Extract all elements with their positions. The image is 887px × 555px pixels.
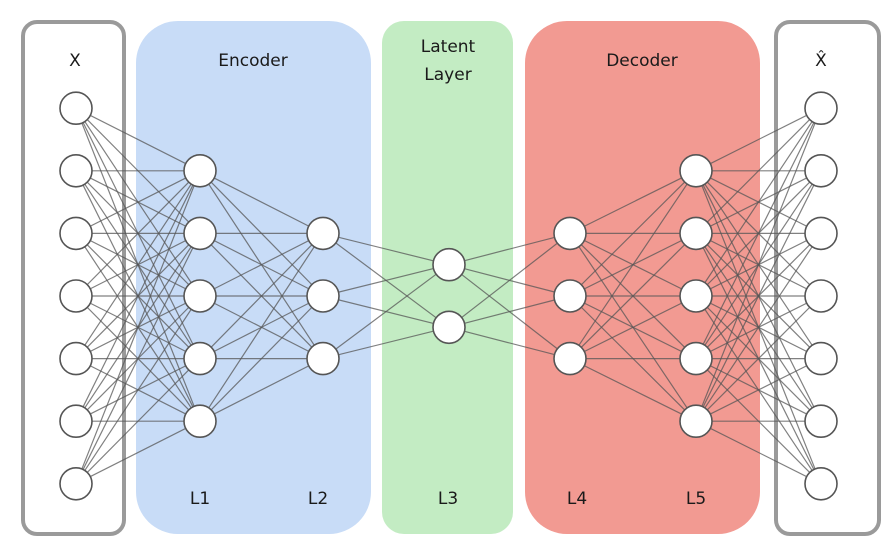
neuron-L4-1 [553,279,587,313]
neuron-input-5 [59,404,93,439]
connection-L1-3-to-L2-0 [199,232,324,360]
neuron-L2-0 [306,216,340,251]
layer-label-l5: L5 [686,489,706,509]
connection-L4-1-to-L5-0 [569,170,697,297]
connection-L3-1-to-L4-2 [448,326,571,360]
layer-label-l1: L1 [190,489,210,509]
neuron-output-6 [804,466,838,501]
connection-L4-2-to-L5-1 [569,232,697,360]
connection-L2-1-to-L3-0 [322,264,450,297]
output-title: X̂ [815,50,827,71]
connections [75,107,822,485]
neuron-output-1 [804,154,838,188]
neuron-input-1 [59,154,93,188]
neuron-input-4 [59,341,93,376]
neuron-input-6 [59,466,93,501]
connection-L4-2-to-L5-2 [569,295,697,360]
connection-L3-1-to-L4-0 [448,232,571,328]
neuron-L5-2 [679,279,713,313]
encoder-title: Encoder [218,51,288,71]
neuron-output-2 [804,216,838,251]
neuron-L3-1 [432,310,466,345]
connection-L5-4-to-output-6 [695,420,822,485]
latent-title-line-1: Latent [421,37,476,57]
neuron-input-2 [59,216,93,251]
connection-L1-4-to-L2-2 [199,358,324,422]
neuron-L5-3 [679,341,713,376]
layer-label-l3: L3 [438,489,458,509]
neuron-L4-2 [553,341,587,376]
connection-L5-4-to-output-1 [695,170,822,422]
input-region [21,20,126,536]
input-title: X [69,51,81,71]
connection-input-6-to-L1-2 [75,295,201,485]
connection-input-2-to-L1-0 [75,170,201,234]
connection-input-0-to-L1-0 [75,107,201,172]
neuron-output-3 [804,279,838,313]
neuron-output-5 [804,404,838,439]
connection-input-6-to-L1-0 [75,170,201,485]
neuron-output-0 [804,91,838,125]
connection-input-6-to-L1-3 [75,358,201,485]
connection-L2-2-to-L3-0 [322,264,450,360]
connection-L1-0-to-L2-0 [199,170,324,234]
neuron-L2-2 [306,341,340,376]
neuron-L5-0 [679,154,713,188]
connection-L4-0-to-L5-0 [569,170,697,234]
connection-L1-2-to-L2-0 [199,232,324,297]
neuron-output-4 [804,341,838,376]
connection-input-3-to-L1-0 [75,170,201,297]
connection-input-4-to-L1-0 [75,170,201,359]
connection-input-6-to-L1-1 [75,233,201,485]
connection-input-5-to-L1-0 [75,170,201,422]
neuron-L4-0 [553,216,587,251]
decoder-title: Decoder [606,51,678,71]
connection-L5-4-to-output-0 [695,107,822,422]
neuron-L1-2 [183,279,217,313]
neuron-L2-1 [306,279,340,313]
connection-L5-1-to-output-0 [695,107,822,234]
neuron-L3-0 [432,247,466,282]
connection-input-6-to-L1-4 [75,420,201,485]
neuron-L1-3 [183,341,217,376]
layer-label-l2: L2 [308,489,328,509]
neuron-L5-4 [679,404,713,439]
connection-L5-2-to-output-0 [695,107,822,297]
latent-title-line-2: Layer [424,65,471,85]
connection-L1-4-to-L2-1 [199,295,324,422]
neuron-L1-0 [183,154,217,188]
connection-L1-4-to-L2-0 [199,233,324,422]
connection-L2-2-to-L3-1 [322,326,450,360]
connection-L4-2-to-L5-4 [569,358,697,422]
connection-L5-4-to-output-3 [695,295,822,422]
neuron-L1-1 [183,216,217,251]
neurons [59,91,838,501]
connection-L5-4-to-output-2 [695,233,822,422]
connection-L2-0-to-L3-0 [322,232,450,266]
connection-L5-4-to-output-4 [695,358,822,422]
connection-L5-3-to-output-0 [695,107,822,359]
connection-L3-1-to-L4-1 [448,295,571,328]
neuron-L5-1 [679,216,713,251]
neuron-input-3 [59,279,93,313]
connection-L3-0-to-L4-0 [448,232,571,266]
connection-L5-0-to-output-0 [695,107,822,172]
neuron-input-0 [59,91,93,125]
neuron-L1-4 [183,404,217,439]
layer-label-l4: L4 [567,489,587,509]
connection-L4-2-to-L5-0 [569,170,697,359]
